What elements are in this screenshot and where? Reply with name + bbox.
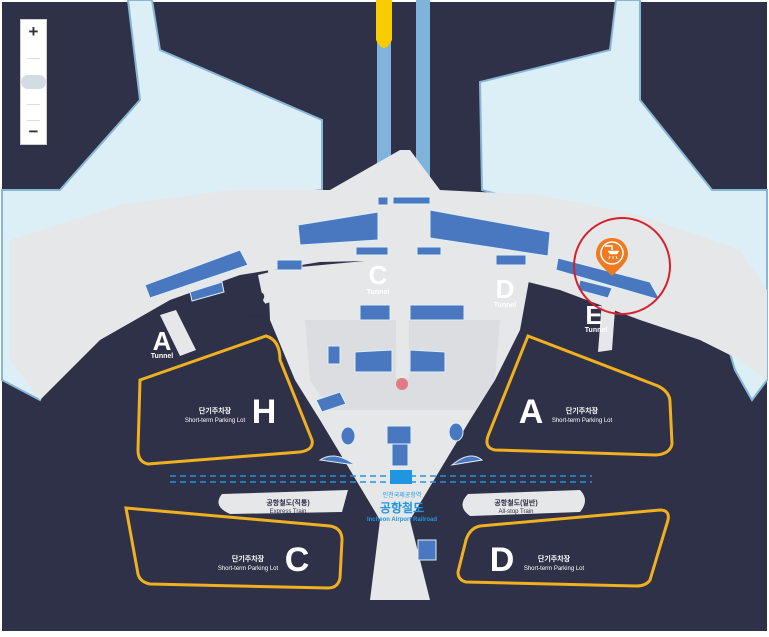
tunnel-a-connector (160, 310, 196, 356)
tunnel-b-label: Tunnel (246, 313, 268, 320)
parking-h-letter: H (252, 393, 277, 431)
zoom-tick (27, 120, 40, 121)
parking-h-en: Short-term Parking Lot (185, 418, 246, 424)
zoom-slider-handle[interactable] (21, 75, 46, 89)
tunnel-b-letter: B (248, 286, 267, 316)
parking-c-en: Short-term Parking Lot (218, 566, 279, 572)
location-marker[interactable] (596, 238, 628, 276)
allstop-platform[interactable] (462, 490, 585, 516)
parking-c-kr: 단기주차장 (232, 554, 265, 563)
tunnel-d-letter: D (496, 274, 515, 304)
tunnel-c-letter: C (369, 260, 388, 290)
parking-d-kr: 단기주차장 (538, 554, 571, 563)
station-kr-small: 인천국제공항역 (383, 491, 422, 499)
zoom-tick (27, 58, 40, 59)
rail-station-block (390, 470, 412, 484)
tunnel-a-letter: A (153, 326, 172, 356)
shop-blocks (144, 196, 662, 561)
parking-c-letter: C (285, 541, 310, 579)
parking-lot-d-outline[interactable] (456, 508, 670, 588)
tunnel-b-connector (258, 272, 278, 304)
parking-a-letter: A (519, 393, 544, 431)
zoom-in-button[interactable]: + (28, 22, 39, 41)
parking-lot-c-outline[interactable] (124, 506, 344, 590)
express-train-en: Express Train (270, 509, 307, 515)
road-left (377, 0, 391, 200)
tunnel-e-label: Tunnel (585, 327, 607, 334)
station-en: Incheon Airport Railroad (367, 517, 437, 523)
zoom-tick (27, 104, 40, 105)
tunnel-a-label: Tunnel (151, 353, 173, 360)
tunnel-d-label: Tunnel (494, 302, 516, 309)
parking-d-en: Short-term Parking Lot (524, 566, 585, 572)
express-train-kr: 공항철도(직통) (266, 498, 309, 507)
parking-lot-h-outline[interactable] (136, 334, 314, 466)
parking-a-en: Short-term Parking Lot (552, 418, 613, 424)
station-kr: 공항철도 (380, 500, 424, 515)
info-point (396, 378, 408, 390)
zoom-out-button[interactable]: − (28, 122, 39, 141)
parking-h-kr: 단기주차장 (199, 406, 232, 415)
core-corridor (396, 258, 409, 378)
express-platform[interactable] (218, 490, 348, 514)
allstop-train-kr: 공항철도(일반) (494, 498, 537, 507)
allstop-train-en: All-stop Train (498, 509, 533, 515)
road-yellow-marker (376, 0, 392, 48)
zoom-control: + − (20, 19, 47, 145)
terminal-building (10, 150, 767, 400)
tunnel-c-label: Tunnel (367, 289, 389, 296)
road-right (416, 0, 430, 200)
shower-icon (605, 245, 620, 260)
parking-a-kr: 단기주차장 (566, 406, 599, 415)
parking-lot-a-outline[interactable] (485, 334, 674, 457)
parking-d-letter: D (490, 541, 515, 579)
highlight-ring (573, 217, 671, 315)
